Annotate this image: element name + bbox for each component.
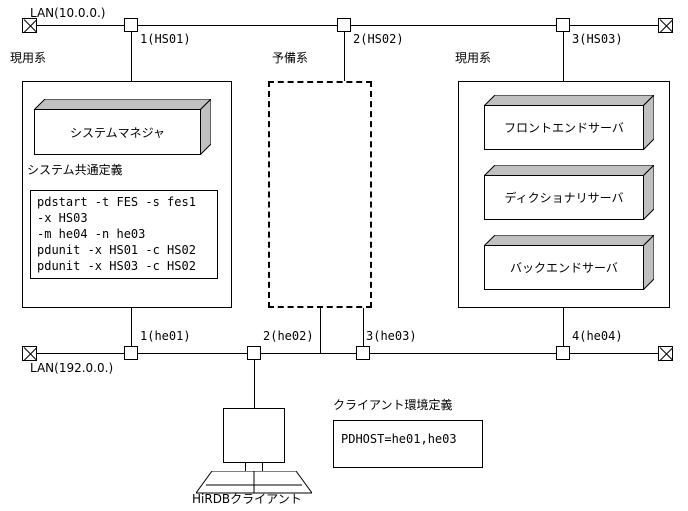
top-lan-bus-line [37,25,666,26]
system-manager-label: システムマネジャ [69,125,166,140]
bottom-lan-node-3-label: 3(he03) [366,329,417,343]
system-common-definition-box [30,190,218,279]
top-lan-node-2[interactable] [337,18,351,32]
back-end-server-box-side-face [643,235,654,290]
lan-terminator-icon-bottom-right [658,346,673,361]
system-manager-box-side-face [200,99,211,155]
dictionary-server-box: ディクショナリサーバ [484,165,654,220]
front-end-server-box: フロントエンドサーバ [484,95,654,150]
system-common-definition-code: pdstart -t FES -s fes1 -x HS03 -m he04 -… [37,194,196,274]
back-end-server-front-face: バックエンドサーバ [484,245,644,290]
client-label: HiRDBクライアント [192,492,302,506]
right-system-to-bottom-lan-line [563,308,564,354]
config-line-1: pdstart -t FES -s fes1 [37,195,196,209]
standby-system-to-bottom-lan-line [320,308,321,354]
standby-system-to-bottom-lan-line-2 [363,308,364,354]
bottom-lan-node-1-label: 1(he01) [140,329,191,343]
system-common-definition-caption: システム共通定義 [27,163,123,177]
dictionary-server-front-face: ディクショナリサーバ [484,175,644,220]
bottom-lan-node-3[interactable] [356,346,370,360]
client-env-definition-line-1: PDHOST=he01,he03 [341,432,457,446]
client-env-definition-caption: クライアント環境定義 [333,398,453,412]
left-system-to-bottom-lan-line [131,308,132,354]
top-lan-node-3[interactable] [556,18,570,32]
bottom-lan-node-2-label: 2(he02) [263,329,314,343]
config-line-5: pdunit -x HS03 -c HS02 [37,259,196,273]
top-lan-node-1-drop-line [131,32,132,87]
system-manager-box: システムマネジャ [34,99,211,155]
bottom-lan-node-1[interactable] [124,346,138,360]
front-end-server-box-top-face [484,95,654,106]
top-lan-node-3-label: 3(HS03) [572,32,623,46]
top-lan-node-2-drop-line [344,32,345,81]
back-end-server-box-top-face [484,235,654,246]
dictionary-server-box-side-face [643,165,654,220]
client-keyboard-base [196,471,312,494]
bottom-lan-node-2[interactable] [247,346,261,360]
bottom-lan-bus-line [37,353,666,354]
standby-system-caption: 予備系 [272,51,309,65]
top-lan-node-3-drop-line [563,32,564,81]
top-lan-node-1[interactable] [124,18,138,32]
back-end-server-box: バックエンドサーバ [484,235,654,290]
top-lan-node-1-label: 1(HS01) [140,32,191,46]
left-system-caption: 現用系 [10,51,47,65]
lan-terminator-icon-bottom-left [22,346,37,361]
front-end-server-front-face: フロントエンドサーバ [484,105,644,150]
dictionary-server-box-top-face [484,165,654,176]
config-line-2: -x HS03 [37,211,88,225]
config-line-3: -m he04 -n he03 [37,227,146,241]
lan-terminator-icon-top-right [658,18,673,33]
back-end-server-label: バックエンドサーバ [510,261,618,275]
dictionary-server-label: ディクショナリサーバ [504,191,624,205]
system-manager-box-top-face [34,99,211,110]
top-lan-node-2-label: 2(HS02) [353,32,404,46]
bottom-lan-label: LAN(192.0.0.) [30,361,114,375]
system-manager-box-front-face: システムマネジャ [34,109,201,155]
top-lan-label: LAN(10.0.0.) [30,6,106,20]
lan-terminator-icon-top-left [22,18,37,33]
client-connection-line [254,360,255,408]
front-end-server-box-side-face [643,95,654,150]
standby-system-box [268,81,372,308]
client-env-definition-box [333,420,483,468]
right-system-caption: 現用系 [455,51,492,65]
client-monitor-screen [223,408,285,463]
bottom-lan-node-4-label: 4(he04) [572,329,623,343]
bottom-lan-node-4[interactable] [556,346,570,360]
config-line-4: pdunit -x HS01 -c HS02 [37,243,196,257]
front-end-server-label: フロントエンドサーバ [504,121,624,135]
